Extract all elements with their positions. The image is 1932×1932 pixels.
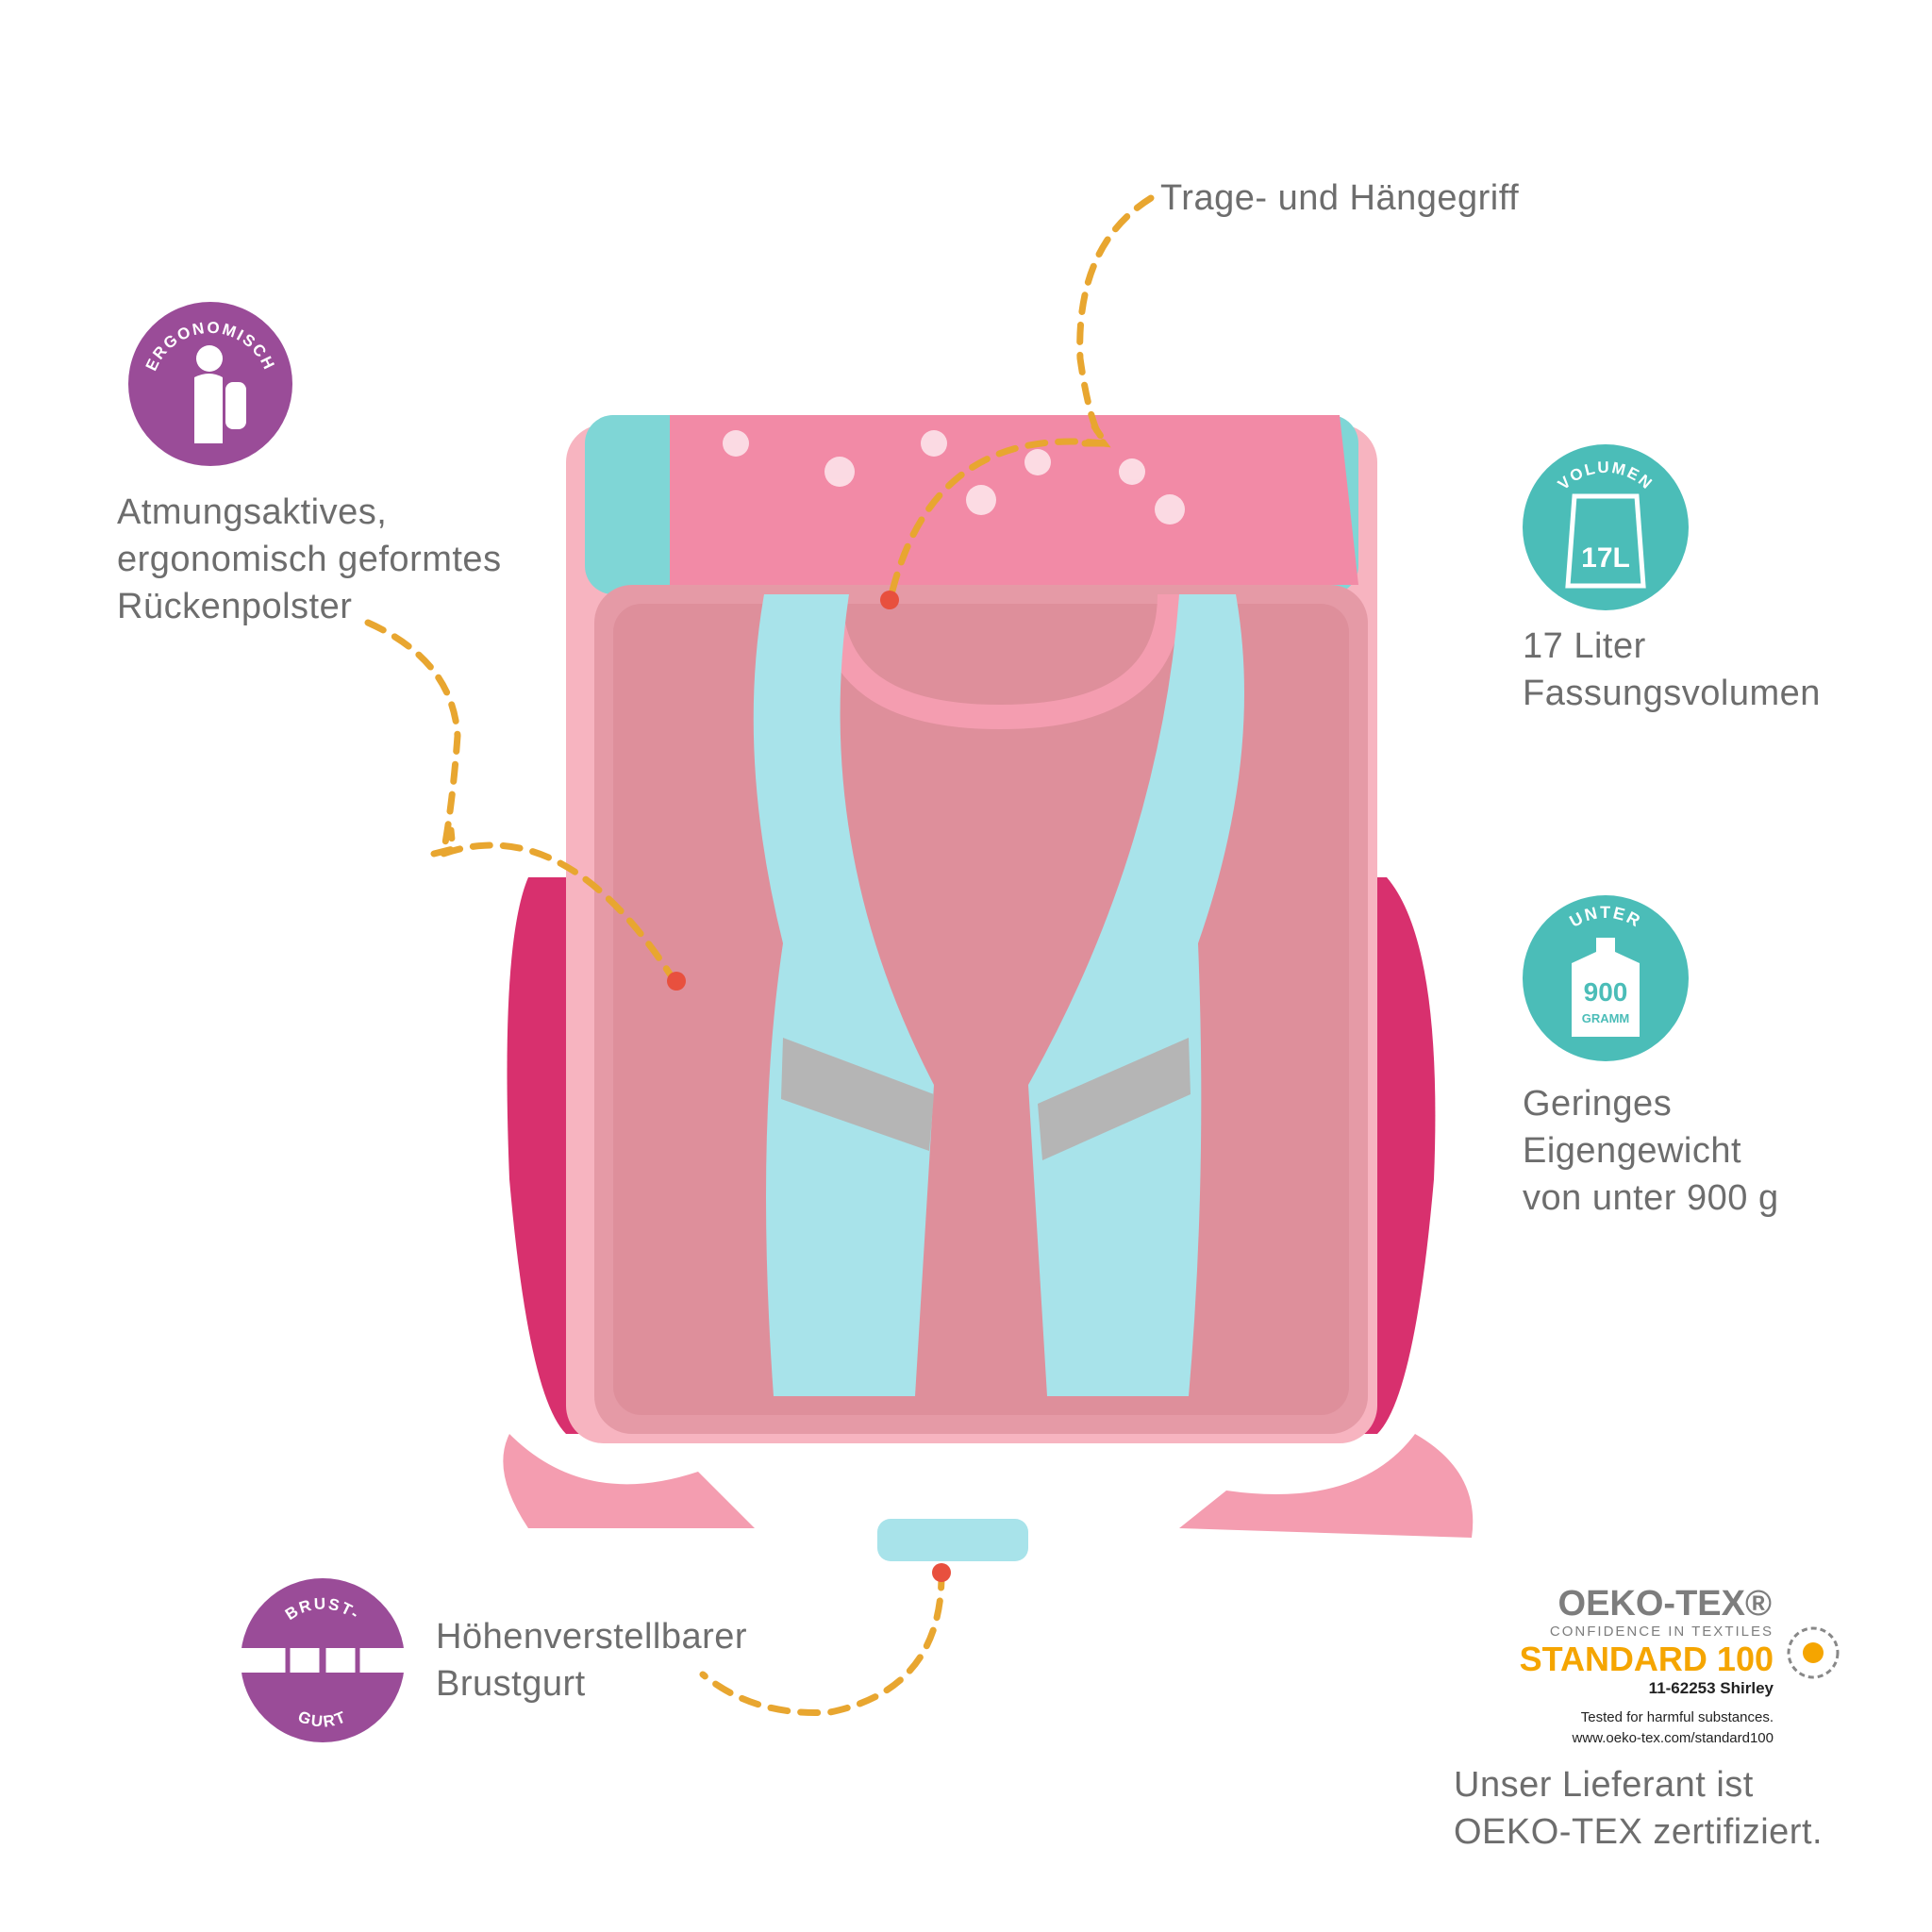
weight-badge: UNTER 900 GRAMM — [1523, 895, 1689, 1061]
chest-line: Brustgurt — [436, 1664, 586, 1704]
volume-line: Fassungsvolumen — [1523, 674, 1821, 713]
handle-text: Trage- und Hängegriff — [1160, 178, 1520, 218]
oeko-tex-logo: OEKO-TEX® CONFIDENCE IN TEXTILES STANDAR… — [1453, 1584, 1840, 1749]
buckle-icon — [285, 1641, 360, 1679]
oeko-line: Unser Lieferant ist — [1454, 1765, 1754, 1805]
chest-callout-line — [699, 1567, 945, 1716]
weight-line: Eigengewicht — [1523, 1131, 1742, 1171]
spine-icon — [194, 345, 246, 443]
weight-line: Geringes — [1523, 1084, 1673, 1124]
volume-line: 17 Liter — [1523, 626, 1646, 666]
chest-strap-text: Höhenverstellbarer Brustgurt — [436, 1613, 747, 1707]
oeko-standard: STANDARD 100 — [1519, 1640, 1774, 1678]
oeko-cert: 11-62253 Shirley — [1648, 1679, 1774, 1697]
weight-line: von unter 900 g — [1523, 1178, 1779, 1218]
oeko-tested: Tested for harmful substances. — [1580, 1709, 1774, 1725]
volume-text: 17 Liter Fassungsvolumen — [1523, 623, 1821, 717]
oeko-text: Unser Lieferant ist OEKO-TEX zertifizier… — [1454, 1761, 1823, 1856]
back-padding-line: Atmungsaktives, — [117, 492, 388, 532]
back-callout-line — [364, 619, 678, 985]
weight-text: Geringes Eigengewicht von unter 900 g — [1523, 1080, 1779, 1222]
oeko-url: www.oeko-tex.com/standard100 — [1572, 1730, 1774, 1746]
backpack-icon — [1565, 493, 1646, 589]
back-padding-line: Rückenpolster — [117, 587, 353, 626]
back-padding-line: ergonomisch geformtes — [117, 540, 502, 579]
oeko-globe-icon — [1787, 1626, 1840, 1679]
weight-icon — [1572, 938, 1640, 1037]
ergonomic-badge: ERGONOMISCH — [128, 302, 292, 466]
weight-badge-value: 900 — [1584, 977, 1628, 1007]
oeko-line: OEKO-TEX zertifiziert. — [1454, 1812, 1824, 1852]
volume-badge-value: 17L — [1581, 542, 1630, 574]
oeko-brand: OEKO-TEX® — [1557, 1584, 1772, 1624]
volume-badge: VOLUMEN 17L — [1523, 444, 1689, 610]
chest-line: Höhenverstellbarer — [436, 1617, 748, 1657]
chest-strap-badge: BRUST- GURT — [241, 1578, 405, 1742]
back-callout-dot — [667, 972, 686, 991]
back-padding-text: Atmungsaktives, ergonomisch geformtes Rü… — [117, 489, 502, 630]
handle-callout-dot — [880, 591, 899, 609]
chest-callout-dot — [932, 1563, 951, 1582]
oeko-tagline: CONFIDENCE IN TEXTILES — [1549, 1624, 1774, 1640]
weight-badge-unit: GRAMM — [1582, 1011, 1630, 1025]
